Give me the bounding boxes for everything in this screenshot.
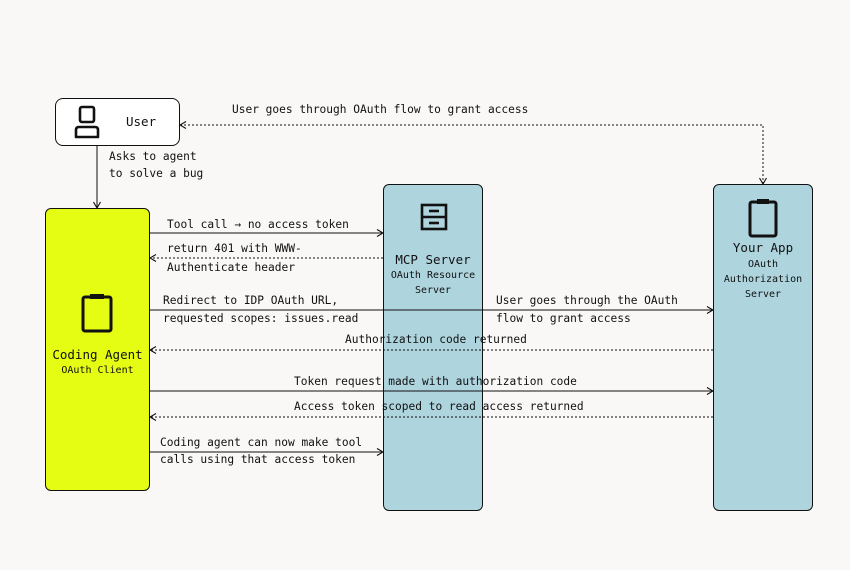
- your-app-subtitle-3: Server: [744, 289, 782, 300]
- your-app-title: Your App: [732, 240, 794, 255]
- return-401-label-2: Authenticate header: [167, 261, 295, 274]
- access-token-label: Access token scoped to read access retur…: [294, 400, 584, 413]
- coding-agent-subtitle: OAuth Client: [61, 365, 134, 376]
- ask-label-1: Asks to agent: [109, 150, 197, 163]
- coding-agent-lane: Coding Agent OAuth Client: [45, 208, 150, 491]
- grant-label-2: flow to grant access: [496, 312, 631, 325]
- top-flow-label: User goes through OAuth flow to grant ac…: [232, 103, 529, 116]
- user-icon: [74, 105, 100, 139]
- user-box: User: [55, 98, 180, 146]
- your-app-subtitle-2: Authorization: [723, 274, 803, 285]
- mcp-server-subtitle-1: OAuth Resource: [390, 270, 476, 281]
- user-app-dotted-arrow: [180, 125, 763, 184]
- phone-icon: [748, 199, 778, 238]
- can-call-label-2: calls using that access token: [160, 453, 356, 466]
- coding-agent-title: Coding Agent: [52, 347, 143, 362]
- redirect-label-1: Redirect to IDP OAuth URL,: [163, 294, 339, 307]
- can-call-label-1: Coding agent can now make tool: [160, 436, 363, 449]
- auth-code-label: Authorization code returned: [345, 333, 527, 346]
- mcp-server-subtitle-2: Server: [414, 285, 452, 296]
- clipboard-icon: [81, 294, 113, 333]
- tool-call-label: Tool call → no access token: [167, 218, 349, 231]
- ask-label-2: to solve a bug: [109, 167, 204, 180]
- redirect-label-2: requested scopes: issues.read: [163, 312, 359, 325]
- user-label: User: [126, 114, 157, 129]
- mcp-server-lane: MCP Server OAuth Resource Server: [383, 184, 483, 511]
- token-request-label: Token request made with authorization co…: [294, 375, 577, 388]
- server-icon: [420, 203, 448, 231]
- return-401-label-1: return 401 with WWW-: [167, 242, 302, 255]
- grant-label-1: User goes through the OAuth: [496, 294, 678, 307]
- mcp-server-title: MCP Server: [395, 252, 471, 267]
- your-app-subtitle-1: OAuth: [747, 259, 779, 270]
